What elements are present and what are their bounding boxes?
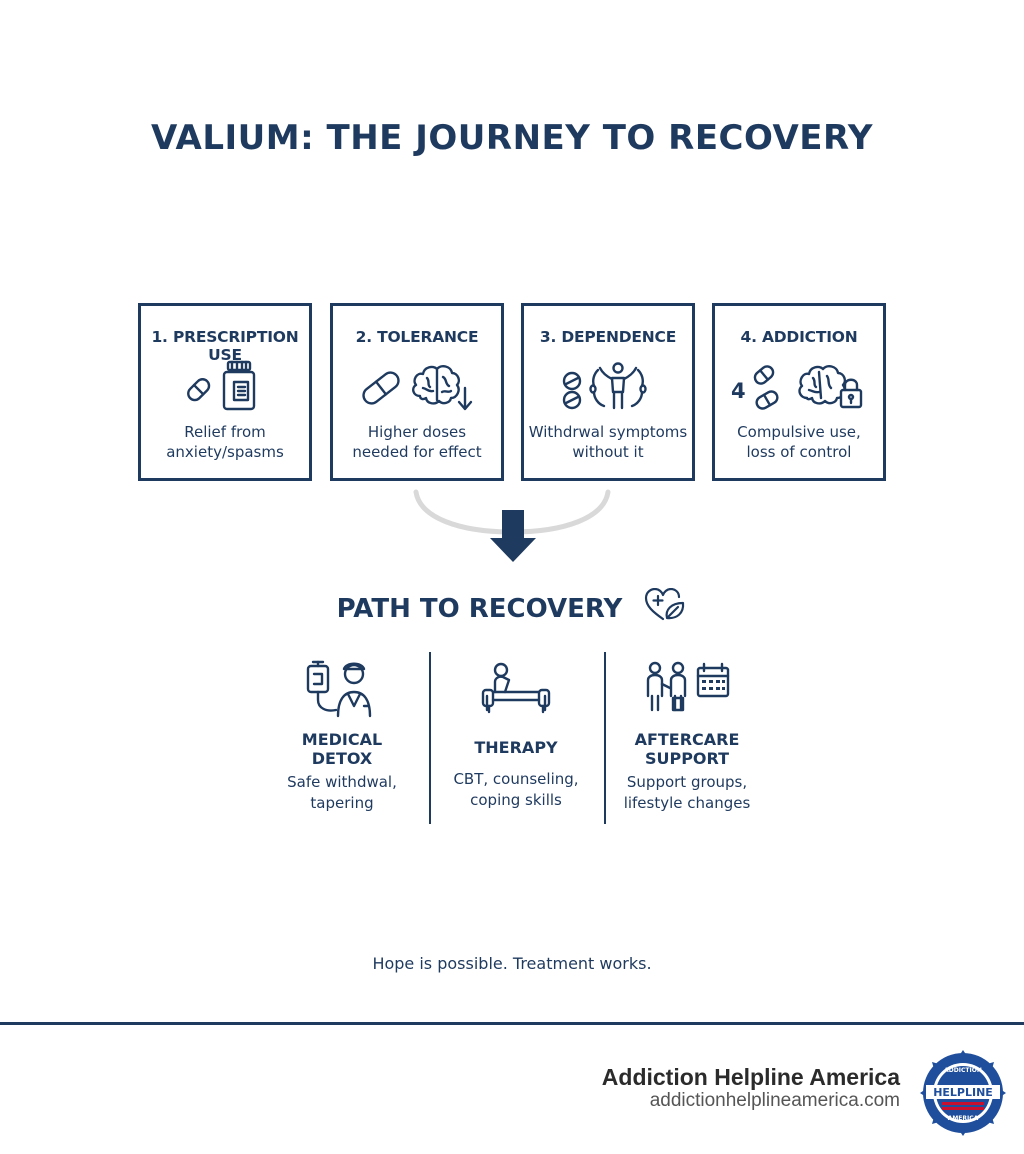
stage-title: 1. PRESCRIPTION USE: [151, 328, 299, 364]
stage-description: Relief from anxiety/spasms: [166, 423, 284, 461]
stage-title: 3. DEPENDENCE: [539, 328, 677, 346]
brand-url[interactable]: addictionhelplineamerica.com: [649, 1090, 900, 1111]
stage-card-dependence: 3. DEPENDENCE Withdrwal symptoms without…: [521, 303, 695, 481]
logo-text-bottom: AMERICA: [948, 1115, 979, 1122]
logo-text-top: ADDICTION: [944, 1067, 982, 1074]
stage-card-addiction: 4. ADDICTION 4 Compulsi: [712, 303, 886, 481]
recovery-step-therapy: THERAPY CBT, counseling, coping skills: [428, 656, 604, 811]
stage-description: Withdrwal symptoms without it: [528, 423, 688, 461]
pill-bottle-icon: [141, 358, 309, 414]
stage-card-prescription-use: 1. PRESCRIPTION USE Relief from anxiety/…: [138, 303, 312, 481]
brand-logo: ADDICTION HELPLINE AMERICA: [920, 1050, 1006, 1136]
stage-card-tolerance: 2. TOLERANCE Higher doses needed for eff…: [330, 303, 504, 481]
recovery-step-medical-detox: MEDICAL DETOX Safe withdwal, tapering: [254, 656, 430, 814]
brain-lock-icon: 4: [715, 358, 883, 414]
step-title: MEDICAL DETOX: [301, 730, 383, 768]
recovery-step-aftercare-support: AFTERCARE SUPPORT Support groups, lifest…: [599, 656, 775, 814]
stage-title: 4. ADDICTION: [740, 328, 858, 346]
therapy-couch-icon: [428, 656, 604, 720]
stage-description: Compulsive use, loss of control: [737, 423, 861, 461]
tagline: Hope is possible. Treatment works.: [372, 954, 652, 973]
footer-divider: [0, 1022, 1024, 1025]
step-description: Support groups, lifestyle changes: [623, 773, 751, 812]
support-calendar-icon: [599, 656, 775, 720]
recovery-title: PATH TO RECOVERY: [0, 587, 1024, 629]
stage-title: 2. TOLERANCE: [355, 328, 479, 346]
logo-text-mid: HELPLINE: [933, 1086, 993, 1099]
step-title: AFTERCARE SUPPORT: [634, 730, 740, 768]
step-description: CBT, counseling, coping skills: [453, 770, 579, 809]
divider: [429, 652, 431, 824]
heart-leaf-icon: [643, 587, 687, 629]
divider: [604, 652, 606, 824]
step-title: THERAPY: [474, 738, 558, 757]
brain-down-icon: [333, 358, 501, 414]
page-title: VALIUM: THE JOURNEY TO RECOVERY: [151, 118, 873, 158]
chained-person-icon: [524, 358, 692, 414]
down-arrow-icon: [410, 488, 614, 566]
brand-name: Addiction Helpline America: [601, 1064, 900, 1090]
stage-number: 4: [731, 379, 746, 403]
doctor-iv-icon: [254, 656, 430, 720]
step-description: Safe withdwal, tapering: [287, 773, 397, 812]
stage-description: Higher doses needed for effect: [352, 423, 482, 461]
